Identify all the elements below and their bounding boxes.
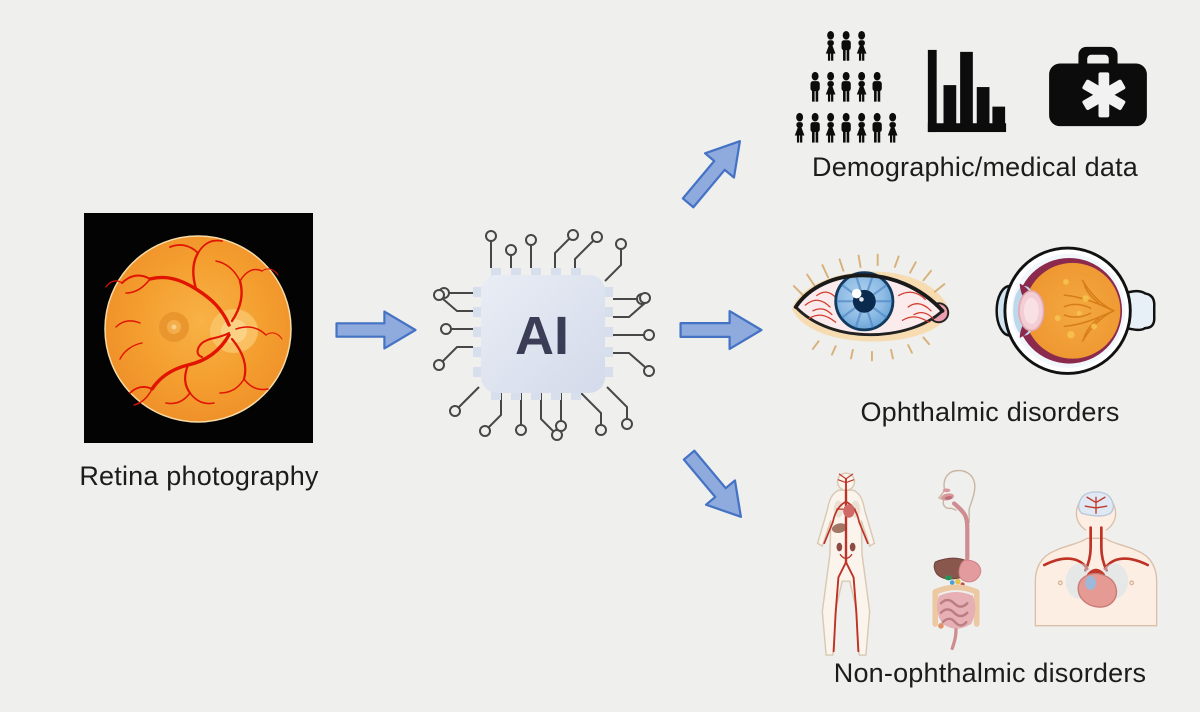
non-ophthalmic-disorders-label: Non-ophthalmic disorders: [833, 658, 1147, 688]
vascular-body-icon: [810, 470, 882, 662]
fundus-photo-icon: [84, 213, 313, 443]
ai-chip-text: AI: [515, 306, 569, 366]
eyeball-cross-section-icon: [995, 243, 1160, 381]
demographic-data-label: Demographic/medical data: [812, 152, 1138, 182]
arrow-ai-to-non-ophthalmic: [673, 441, 757, 531]
ai-processor-figure: AI: [415, 215, 670, 455]
ai-chip-icon: AI: [433, 229, 655, 441]
bar-chart-icon: [922, 46, 1010, 134]
medical-kit-icon: [1042, 44, 1154, 132]
star-of-life-icon: [1082, 72, 1126, 118]
digestive-system-icon: [924, 466, 988, 654]
brain-heart-torso-icon: [1030, 484, 1162, 630]
arrow-ai-to-ophthalmic: [679, 309, 763, 351]
arrow-ai-to-demographic: [672, 127, 756, 217]
bloodshot-eye-icon: [790, 248, 952, 366]
retina-photo-figure: [84, 213, 313, 443]
arrow-retina-to-ai: [335, 310, 417, 350]
population-pyramid-icon: [791, 31, 903, 143]
ophthalmic-disorders-label: Ophthalmic disorders: [860, 397, 1120, 427]
retina-photography-label: Retina photography: [79, 461, 319, 491]
